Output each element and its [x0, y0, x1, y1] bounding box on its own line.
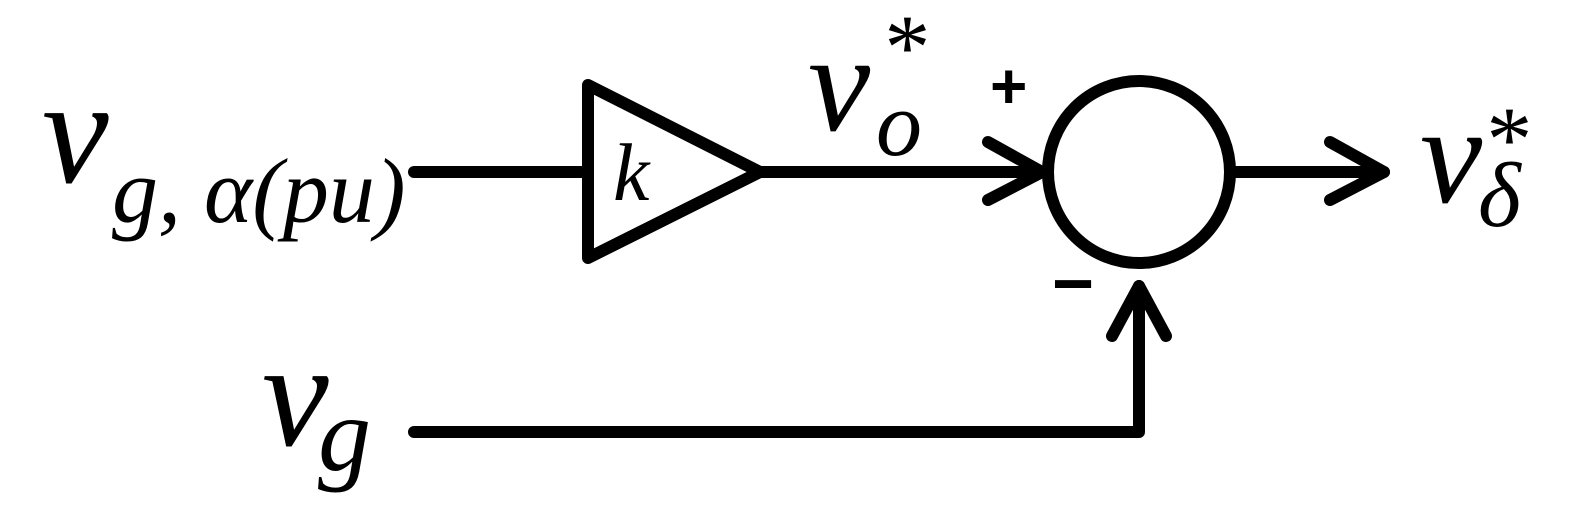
- input-vg-main: v: [262, 312, 329, 478]
- gain-block: k: [582, 79, 766, 264]
- output-arrowhead: [1324, 136, 1390, 206]
- reference-vo-label: v o *: [808, 0, 926, 175]
- summer-plus-sign: +: [990, 50, 1027, 122]
- output-vdelta-subscript: δ: [1478, 144, 1522, 246]
- output-vdelta-main: v: [1420, 78, 1483, 233]
- gain-label: k: [613, 127, 651, 218]
- summing-junction: [1042, 75, 1236, 269]
- input-vg-label: v g: [262, 312, 371, 493]
- input-vg-alpha-label: v g, α(pu): [42, 49, 406, 242]
- input-vg-alpha-subscript: g, α(pu): [112, 140, 406, 242]
- output-vdelta-label: v δ *: [1420, 78, 1528, 246]
- input-vg-subscript: g: [318, 376, 371, 493]
- reference-vo-superscript: *: [880, 0, 926, 98]
- reference-vo-main: v: [808, 6, 871, 161]
- summer-minus-sign: −: [1052, 244, 1094, 324]
- output-vdelta-superscript: *: [1482, 88, 1528, 190]
- feedback-path: [408, 280, 1145, 438]
- gain-triangle: [582, 79, 766, 264]
- reference-vo-subscript: o: [876, 73, 922, 175]
- feedback-arrowhead: [1106, 280, 1172, 342]
- input-vg-alpha-main: v: [42, 49, 109, 215]
